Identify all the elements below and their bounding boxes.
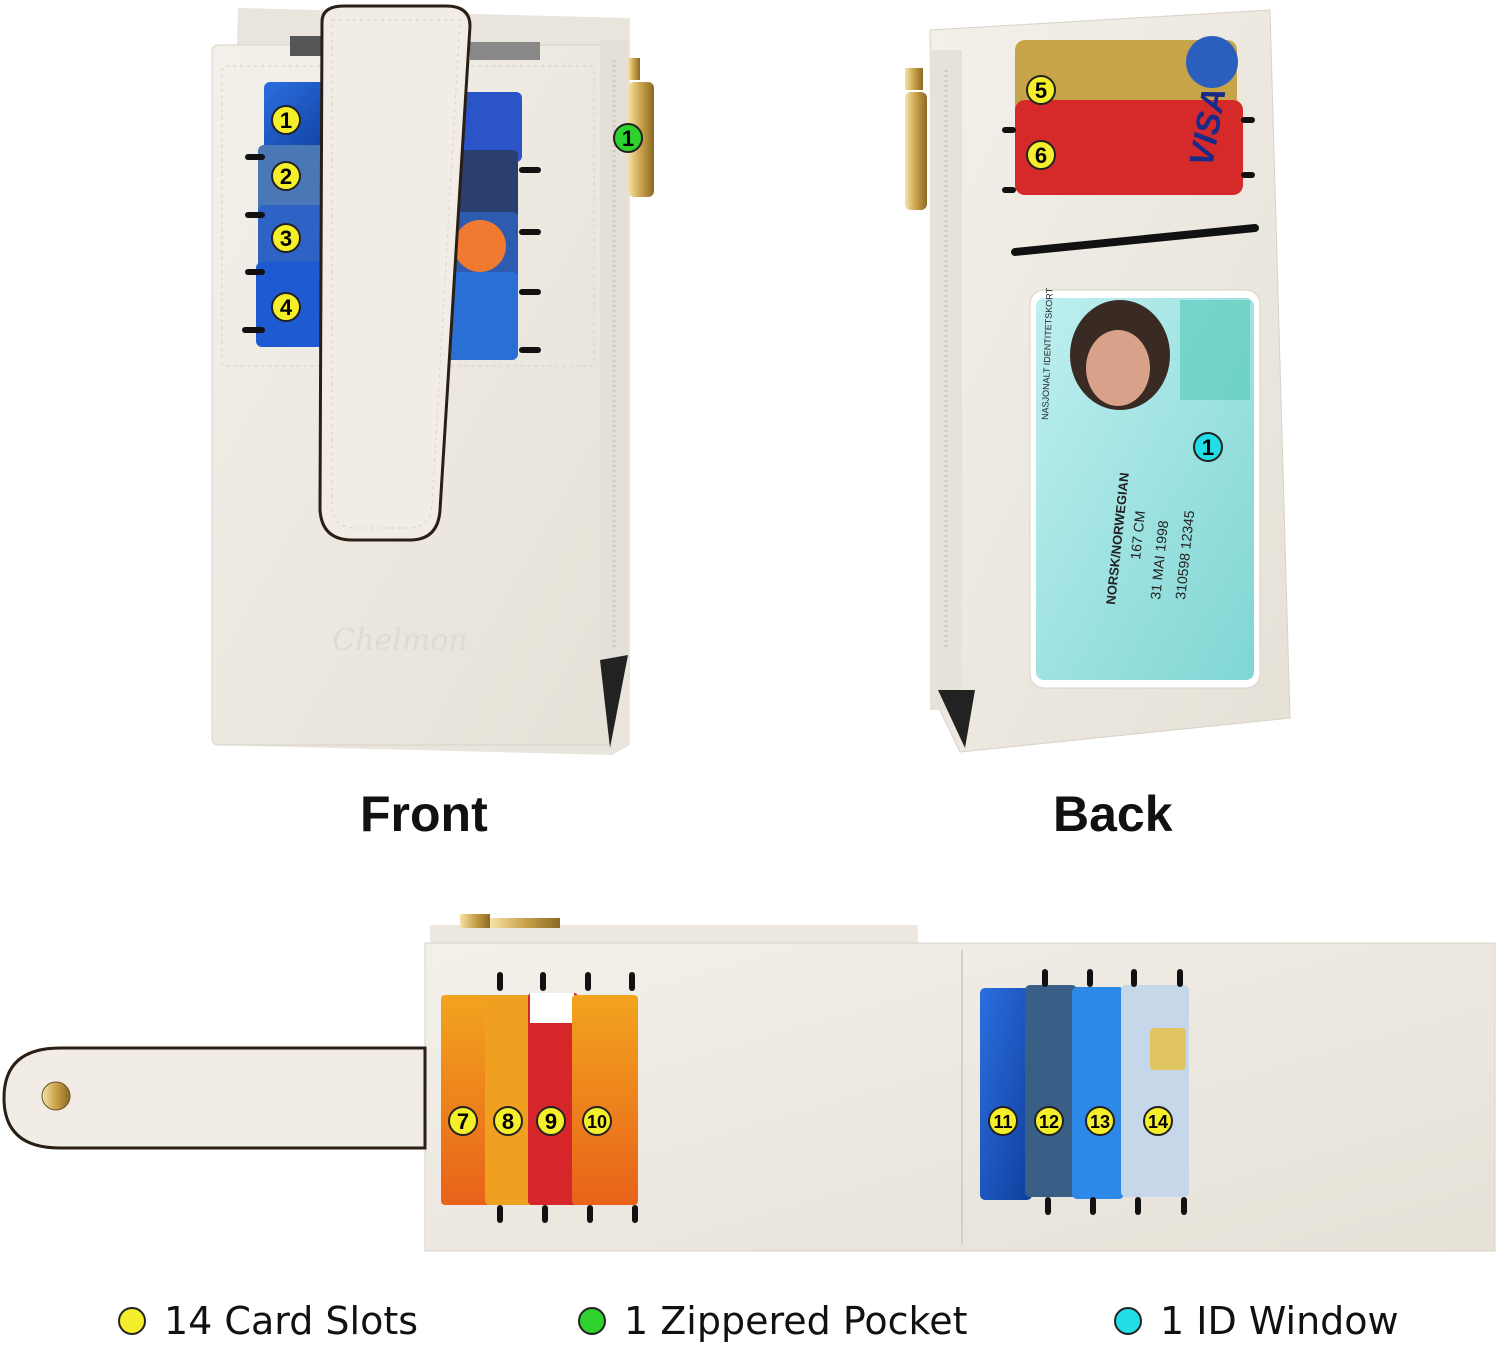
svg-text:7: 7 <box>457 1109 469 1134</box>
svg-text:4: 4 <box>280 295 293 320</box>
svg-text:12: 12 <box>1039 1112 1059 1132</box>
cyan-dot-icon <box>1114 1307 1142 1335</box>
svg-text:11: 11 <box>993 1112 1012 1132</box>
open-right-card-markers: 11 12 13 14 <box>988 1106 1173 1136</box>
front-wallet: Chelmon <box>211 4 654 755</box>
svg-text:8: 8 <box>502 1109 514 1134</box>
legend-label: 14 Card Slots <box>164 1299 419 1343</box>
legend-label: 1 Zippered Pocket <box>624 1299 968 1343</box>
front-label: Front <box>360 786 488 842</box>
yellow-dot-icon <box>118 1307 146 1335</box>
back-id-marker: 1 <box>1193 432 1223 462</box>
open-left-card-markers: 7 8 9 10 <box>448 1106 612 1136</box>
front-card-markers: 1 2 3 4 <box>271 105 301 322</box>
svg-text:167 CM: 167 CM <box>1127 510 1148 560</box>
svg-text:2: 2 <box>280 164 292 189</box>
svg-text:9: 9 <box>545 1109 557 1134</box>
legend-card-slots: 14 Card Slots <box>118 1298 418 1344</box>
legend-id-window: 1 ID Window <box>1114 1298 1399 1344</box>
svg-text:1: 1 <box>1202 435 1214 460</box>
back-wallet: VISA <box>905 9 1291 753</box>
svg-text:10: 10 <box>587 1112 607 1132</box>
back-card-markers: 5 6 <box>1026 75 1056 170</box>
svg-text:6: 6 <box>1035 143 1047 168</box>
brand-emboss: Chelmon <box>332 623 467 658</box>
svg-text:1: 1 <box>622 126 634 151</box>
green-dot-icon <box>578 1307 606 1335</box>
svg-text:13: 13 <box>1090 1112 1110 1132</box>
legend-label: 1 ID Window <box>1160 1299 1399 1343</box>
svg-text:1: 1 <box>280 108 292 133</box>
legend-zippered-pocket: 1 Zippered Pocket <box>578 1298 967 1344</box>
svg-text:NASJONALT IDENTITETSKORT: NASJONALT IDENTITETSKORT <box>1040 287 1055 420</box>
back-label: Back <box>1053 786 1173 842</box>
svg-text:14: 14 <box>1148 1112 1168 1132</box>
front-zip-marker: 1 <box>613 123 643 153</box>
svg-text:5: 5 <box>1035 78 1047 103</box>
svg-text:3: 3 <box>280 226 292 251</box>
open-wallet <box>2 914 1496 1252</box>
